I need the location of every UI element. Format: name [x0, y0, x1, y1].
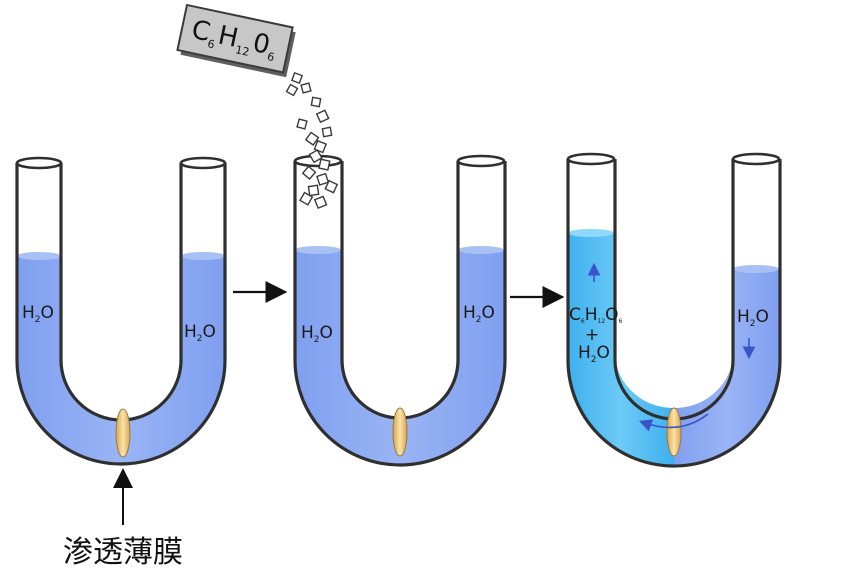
u-tube-3: C6H12O6 + H2O H2O	[566, 152, 782, 468]
tube-1-right-label: H2O	[184, 322, 216, 344]
tube-2-water	[295, 250, 505, 465]
sugar-cube	[310, 96, 322, 108]
tube-1-water	[17, 256, 225, 464]
tube-3-left-rim	[566, 152, 616, 166]
tube-2-right-rim	[456, 154, 506, 168]
tube-2-membrane	[392, 407, 408, 457]
tube-3-sugar-solution	[568, 233, 674, 466]
tube-3-flow-arrow	[638, 413, 709, 432]
sugar-cube	[324, 179, 339, 194]
tube-3-left-label-water: H2O	[578, 343, 610, 365]
tube-3-membrane	[666, 407, 682, 457]
sugar-cube	[308, 149, 323, 164]
tube-1-right-rim	[179, 156, 227, 170]
tube-2-right-surface	[458, 246, 504, 254]
tube-1-right-surface	[181, 252, 225, 260]
u-tube-2: H2O H2O	[293, 154, 507, 467]
sugar-cube	[290, 71, 304, 85]
tube-3-right-surface	[733, 265, 779, 273]
sugar-cube	[296, 118, 308, 130]
tube-2-right-label: H2O	[463, 303, 495, 325]
tube-1-left-rim	[15, 156, 63, 170]
tube-1-left-surface	[17, 252, 61, 260]
tube-3-left-label-glucose: C6H12O6	[569, 305, 623, 325]
membrane-caption: 渗透薄膜	[63, 535, 183, 570]
tube-3-water	[674, 269, 780, 466]
sugar-cube	[285, 83, 299, 97]
sugar-cube	[313, 195, 328, 210]
tube-1-membrane	[115, 408, 131, 458]
sugar-cubes	[285, 71, 339, 210]
tube-3-left-plus: +	[585, 325, 599, 345]
sugar-cube	[315, 109, 330, 124]
tube-3-right-label: H2O	[737, 307, 769, 329]
glucose-box: C6H1206	[176, 3, 296, 78]
sugar-cube	[316, 172, 330, 186]
tube-3-left-surface	[568, 229, 614, 237]
sugar-cube	[321, 126, 333, 138]
sugar-cube	[307, 184, 320, 197]
glucose-box-label: C6H1206	[188, 15, 279, 64]
tube-1-left-label: H2O	[22, 303, 54, 325]
tube-2-left-label: H2O	[301, 323, 333, 345]
u-tube-1: H2O H2O	[15, 156, 227, 466]
sugar-cube	[304, 131, 320, 146]
tube-3-right-rim	[731, 152, 781, 166]
sugar-cube	[299, 191, 314, 206]
sugar-cube	[300, 82, 312, 94]
tube-2-left-surface	[295, 246, 341, 254]
sugar-cube	[318, 158, 331, 171]
sugar-cube	[301, 165, 317, 181]
